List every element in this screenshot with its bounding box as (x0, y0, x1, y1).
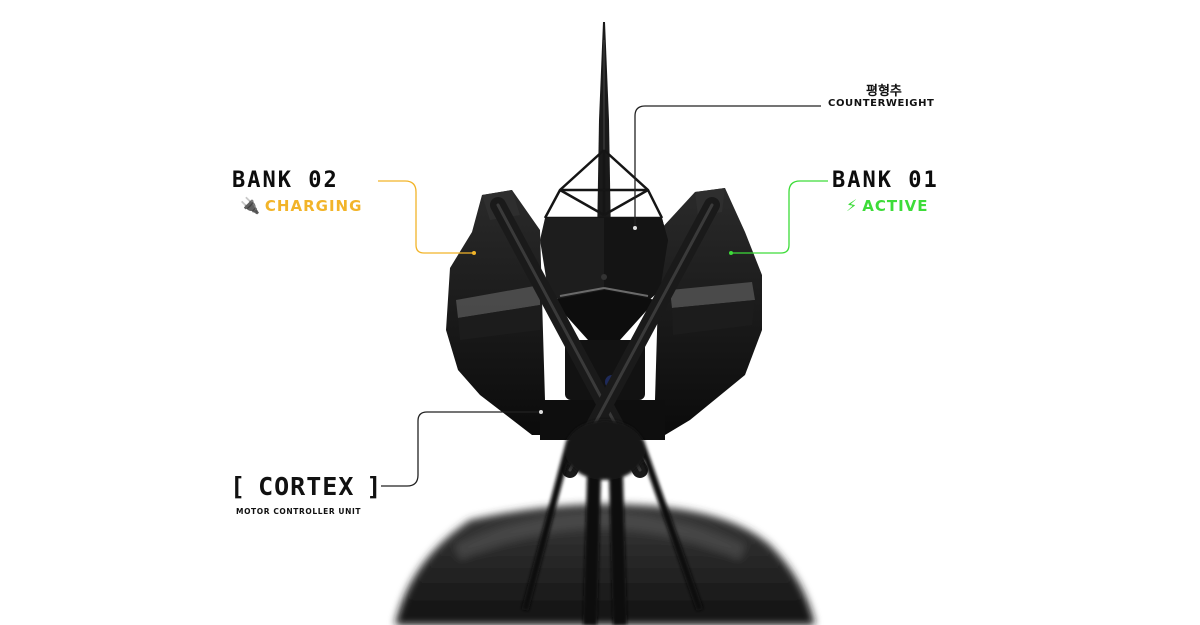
bank02-title: BANK 02 (232, 168, 339, 193)
cortex-leader-line (381, 411, 541, 487)
cortex-title: CORTEX (258, 472, 355, 501)
bank01-leader-line (731, 180, 828, 254)
counterweight-leader-line (634, 105, 821, 228)
counterweight-frame (543, 149, 664, 220)
counterweight-korean-label: 평형추 (866, 84, 902, 99)
base-shell (395, 504, 815, 625)
cortex-bracket-open: [ (230, 472, 247, 501)
bank01-status-label: ACTIVE (862, 196, 929, 215)
lower-legs (521, 420, 704, 625)
bank02-leader-line (378, 180, 474, 254)
cortex-bracket-close: ] (366, 472, 383, 501)
bank02-status-label: CHARGING (264, 196, 363, 215)
cortex-title-group: [ CORTEX ] (230, 472, 382, 501)
lightning-bolt-icon: ⚡ (846, 196, 859, 215)
bank02-status: 🔌 CHARGING (240, 196, 362, 215)
cortex-subtitle: MOTOR CONTROLLER UNIT (236, 507, 362, 516)
bank01-title: BANK 01 (832, 168, 939, 193)
battery-pod-left (446, 190, 545, 435)
counterweight-housing (540, 218, 668, 345)
bank01-status: ⚡ ACTIVE (846, 196, 929, 215)
plug-icon: 🔌 (240, 196, 261, 215)
counterweight-label: COUNTERWEIGHT (828, 98, 935, 109)
